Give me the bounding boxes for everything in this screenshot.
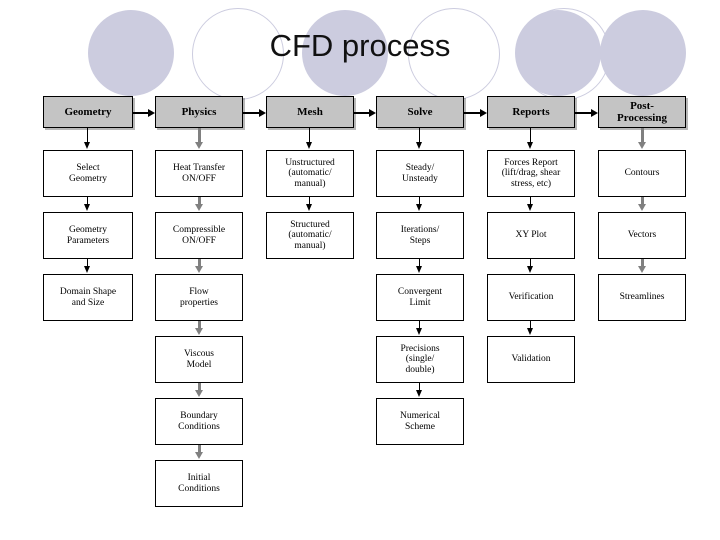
flow-node-physics-0[interactable]: Heat Transfer ON/OFF bbox=[155, 150, 243, 197]
flow-node-post-processing-1[interactable]: Vectors bbox=[598, 212, 686, 259]
flow-connector-physics-5 bbox=[197, 445, 201, 453]
flow-node-label: Precisions (single/ double) bbox=[400, 343, 440, 375]
flow-node-label: Select Geometry bbox=[69, 162, 107, 184]
flow-connector-solve-0 bbox=[418, 128, 420, 143]
flow-node-label: Streamlines bbox=[619, 292, 665, 303]
flow-header-label: Physics bbox=[181, 105, 217, 118]
flow-node-physics-4[interactable]: Boundary Conditions bbox=[155, 398, 243, 445]
flow-node-post-processing-2[interactable]: Streamlines bbox=[598, 274, 686, 321]
flow-connector-solve-2 bbox=[418, 259, 420, 267]
flow-connector-physics-1 bbox=[197, 197, 201, 205]
flow-node-label: Viscous Model bbox=[183, 348, 215, 370]
flow-arrow-physics-to-mesh bbox=[243, 112, 260, 114]
flow-header-physics[interactable]: Physics bbox=[155, 96, 243, 128]
flow-connector-reports-1 bbox=[529, 197, 531, 205]
flow-connector-physics-4 bbox=[197, 383, 201, 391]
flow-node-reports-3[interactable]: Validation bbox=[487, 336, 575, 383]
flow-node-solve-0[interactable]: Steady/ Unsteady bbox=[376, 150, 464, 197]
flow-connector-post-processing-0 bbox=[640, 128, 644, 143]
flow-node-geometry-0[interactable]: Select Geometry bbox=[43, 150, 133, 197]
flow-connector-physics-3 bbox=[197, 321, 201, 329]
flow-node-solve-3[interactable]: Precisions (single/ double) bbox=[376, 336, 464, 383]
flow-header-solve[interactable]: Solve bbox=[376, 96, 464, 128]
flow-node-label: Forces Report (lift/drag, shear stress, … bbox=[501, 157, 561, 189]
flow-node-label: Iterations/ Steps bbox=[400, 224, 440, 246]
flow-connector-reports-2 bbox=[529, 259, 531, 267]
flow-node-physics-1[interactable]: Compressible ON/OFF bbox=[155, 212, 243, 259]
flow-connector-solve-4 bbox=[418, 383, 420, 391]
flow-node-label: Contours bbox=[624, 168, 660, 179]
flow-node-physics-5[interactable]: Initial Conditions bbox=[155, 460, 243, 507]
flow-node-solve-1[interactable]: Iterations/ Steps bbox=[376, 212, 464, 259]
flow-node-label: Validation bbox=[511, 354, 551, 365]
flow-node-label: Convergent Limit bbox=[397, 286, 443, 308]
flow-node-reports-1[interactable]: XY Plot bbox=[487, 212, 575, 259]
flow-node-reports-2[interactable]: Verification bbox=[487, 274, 575, 321]
flow-node-physics-3[interactable]: Viscous Model bbox=[155, 336, 243, 383]
flow-node-label: Numerical Scheme bbox=[399, 410, 441, 432]
flow-arrow-reports-to-post-processing bbox=[575, 112, 592, 114]
flow-node-label: XY Plot bbox=[515, 230, 547, 241]
flow-connector-geometry-0 bbox=[86, 128, 88, 143]
flow-node-label: Steady/ Unsteady bbox=[402, 162, 438, 184]
flow-header-post-processing[interactable]: Post- Processing bbox=[598, 96, 686, 128]
flow-header-label: Solve bbox=[407, 105, 433, 118]
flow-node-solve-2[interactable]: Convergent Limit bbox=[376, 274, 464, 321]
flow-header-reports[interactable]: Reports bbox=[487, 96, 575, 128]
flow-arrow-solve-to-reports bbox=[464, 112, 481, 114]
flow-node-label: Geometry Parameters bbox=[66, 224, 110, 246]
flow-node-label: Vectors bbox=[627, 230, 657, 241]
flow-arrow-geometry-to-physics bbox=[133, 112, 149, 114]
flow-node-post-processing-0[interactable]: Contours bbox=[598, 150, 686, 197]
flow-node-geometry-1[interactable]: Geometry Parameters bbox=[43, 212, 133, 259]
flow-connector-solve-1 bbox=[418, 197, 420, 205]
flow-connector-post-processing-1 bbox=[640, 197, 644, 205]
flow-node-solve-4[interactable]: Numerical Scheme bbox=[376, 398, 464, 445]
flow-node-label: Structured (automatic/ manual) bbox=[288, 219, 332, 251]
flow-node-geometry-2[interactable]: Domain Shape and Size bbox=[43, 274, 133, 321]
flow-node-label: Boundary Conditions bbox=[178, 410, 220, 432]
page-title: CFD process bbox=[269, 28, 451, 63]
flow-node-label: Heat Transfer ON/OFF bbox=[173, 162, 225, 184]
flow-connector-physics-2 bbox=[197, 259, 201, 267]
flow-connector-mesh-1 bbox=[308, 197, 310, 205]
flow-header-geometry[interactable]: Geometry bbox=[43, 96, 133, 128]
flow-node-reports-0[interactable]: Forces Report (lift/drag, shear stress, … bbox=[487, 150, 575, 197]
flow-node-label: Unstructured (automatic/ manual) bbox=[285, 157, 335, 189]
flow-connector-physics-0 bbox=[197, 128, 201, 143]
flow-header-label: Geometry bbox=[64, 105, 112, 118]
flow-connector-reports-3 bbox=[529, 321, 531, 329]
flow-node-label: Domain Shape and Size bbox=[59, 286, 117, 308]
flow-header-label: Post- Processing bbox=[617, 99, 667, 124]
flow-connector-geometry-1 bbox=[86, 197, 88, 205]
flow-node-mesh-0[interactable]: Unstructured (automatic/ manual) bbox=[266, 150, 354, 197]
flow-header-label: Mesh bbox=[297, 105, 323, 118]
flow-arrow-mesh-to-solve bbox=[354, 112, 370, 114]
flow-node-label: Compressible ON/OFF bbox=[172, 224, 226, 246]
flow-node-physics-2[interactable]: Flow properties bbox=[155, 274, 243, 321]
flow-header-label: Reports bbox=[512, 105, 550, 118]
flow-node-label: Verification bbox=[508, 292, 554, 303]
flow-connector-reports-0 bbox=[529, 128, 531, 143]
flow-header-mesh[interactable]: Mesh bbox=[266, 96, 354, 128]
flow-connector-post-processing-2 bbox=[640, 259, 644, 267]
flow-connector-mesh-0 bbox=[308, 128, 310, 143]
flow-connector-geometry-2 bbox=[86, 259, 88, 267]
flow-node-label: Initial Conditions bbox=[178, 472, 220, 494]
flow-connector-solve-3 bbox=[418, 321, 420, 329]
flow-node-label: Flow properties bbox=[180, 286, 218, 308]
flow-node-mesh-1[interactable]: Structured (automatic/ manual) bbox=[266, 212, 354, 259]
